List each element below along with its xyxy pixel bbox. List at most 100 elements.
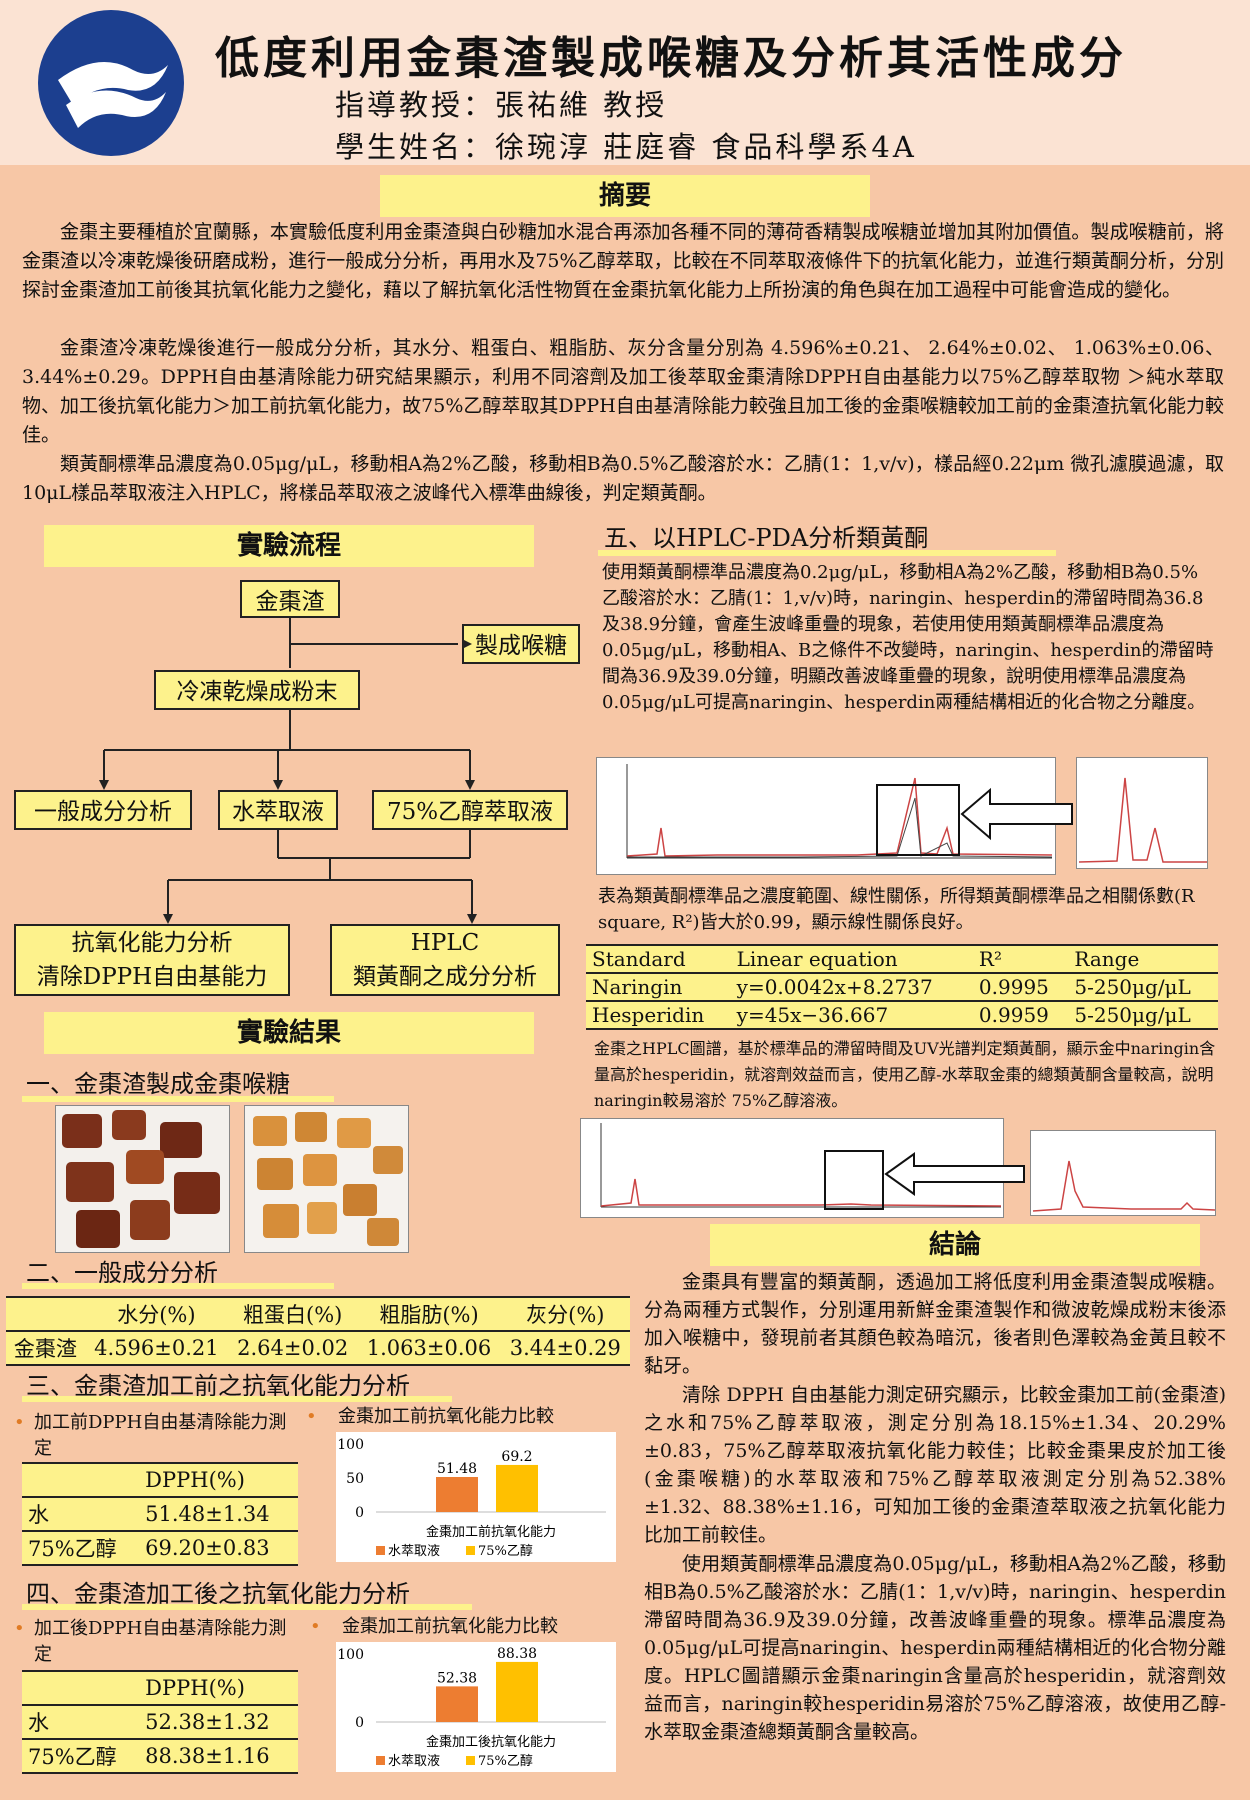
linearity-cell: Naringin — [586, 972, 731, 1002]
linearity-table: Standard Linear equation R² Range Naring… — [586, 944, 1218, 1030]
composition-header: 灰分(%) — [500, 1296, 630, 1332]
before-row-value: 51.48±1.34 — [139, 1496, 298, 1532]
section-2-underline — [22, 1283, 334, 1289]
hplc-paragraph-1: 使用類黃酮標準品濃度為0.2μg/μL，移動相A為2%乙酸，移動相B為0.5%乙… — [602, 562, 1214, 713]
before-row-label: 75%乙醇 — [22, 1530, 140, 1566]
after-label: • 加工後DPPH自由基清除能力測定 — [14, 1618, 287, 1665]
sample-zoom-box — [824, 1150, 884, 1210]
composition-header: 粗蛋白(%) — [228, 1296, 358, 1332]
flow-node-antioxidant-line1: 抗氧化能力分析 — [71, 930, 233, 956]
linearity-header: R² — [972, 944, 1069, 974]
legend-swatch — [376, 1756, 385, 1765]
flow-node-antioxidant: 抗氧化能力分析 清除DPPH自由基能力 — [14, 924, 290, 996]
hplc-zoom-inset — [1076, 757, 1208, 869]
composition-header: 粗脂肪(%) — [357, 1296, 501, 1332]
conclusion-heading: 結論 — [710, 1224, 1200, 1266]
conclusion-p3: 使用類黃酮標準品濃度為0.05μg/μL，移動相A為2%乙酸，移動相B為0.5%… — [644, 1553, 1226, 1743]
y-tick-label: 100 — [337, 1647, 364, 1663]
after-row-value: 88.38±1.16 — [139, 1738, 298, 1774]
university-logo — [38, 10, 184, 156]
data-label: 51.48 — [437, 1461, 477, 1477]
abstract-p3: 類黃酮標準品濃度為0.05μg/μL，移動相A為2%乙酸，移動相B為0.5%乙酸… — [22, 453, 1224, 504]
y-tick-label: 50 — [346, 1471, 364, 1487]
flow-node-freeze-dry: 冷凍乾燥成粉末 — [154, 670, 360, 710]
bar — [496, 1464, 538, 1512]
flow-node-make-candy: 製成喉糖 — [462, 624, 580, 664]
before-row-label: 水 — [22, 1496, 140, 1532]
poster-title: 低度利用金棗渣製成喉糖及分析其活性成分 — [215, 33, 1127, 84]
flow-node-water-extract: 水萃取液 — [218, 790, 338, 830]
bar — [436, 1686, 478, 1722]
after-row-label: 水 — [22, 1704, 140, 1740]
flow-node-hplc-line1: HPLC — [410, 930, 480, 956]
section-4-underline — [22, 1604, 472, 1610]
after-col-header: DPPH(%) — [139, 1670, 298, 1706]
after-row-value: 52.38±1.32 — [139, 1704, 298, 1740]
linearity-cell: 5-250μg/μL — [1068, 972, 1218, 1002]
x-axis-label: 金棗加工後抗氧化能力 — [426, 1734, 556, 1750]
flow-node-hplc: HPLC 類黃酮之成分分析 — [330, 924, 560, 996]
composition-cell: 1.063±0.06 — [357, 1330, 501, 1366]
legend-label: 水萃取液 — [388, 1544, 440, 1559]
flow-node-kumquat-residue: 金棗渣 — [240, 580, 340, 618]
legend-swatch — [466, 1546, 475, 1555]
hplc-zoom-box — [876, 784, 960, 856]
composition-cell: 金棗渣 — [6, 1330, 85, 1366]
conclusion-p1: 金棗具有豐富的類黃酮，透過加工將低度利用金棗渣製成喉糖。分為兩種方式製作，分別運… — [644, 1271, 1226, 1377]
bar — [436, 1476, 478, 1512]
legend-label: 水萃取液 — [388, 1754, 440, 1769]
section-1-title: 一、金棗渣製成金棗喉糖 — [26, 1070, 290, 1098]
flow-heading: 實驗流程 — [44, 525, 534, 567]
linearity-cell: y=0.0042x+8.2737 — [730, 972, 973, 1002]
section-5-title: 五、以HPLC-PDA分析類黃酮 — [604, 524, 929, 552]
section-1-underline — [22, 1096, 334, 1102]
flow-node-composition: 一般成分分析 — [14, 790, 192, 830]
before-row-value: 69.20±0.83 — [139, 1530, 298, 1566]
before-label: • 加工前DPPH自由基清除能力測定 — [14, 1412, 287, 1459]
data-label: 69.2 — [501, 1449, 532, 1465]
linearity-cell: Hesperidin — [586, 1000, 731, 1030]
abstract-p1: 金棗主要種植於宜蘭縣，本實驗低度利用金棗渣與白砂糖加水混合再添加各種不同的薄荷香… — [22, 221, 1224, 301]
composition-header: 水分(%) — [84, 1296, 229, 1332]
x-axis-label: 金棗加工前抗氧化能力 — [426, 1524, 556, 1540]
flow-node-hplc-line2: 類黃酮之成分分析 — [353, 964, 537, 990]
flow-node-antioxidant-line2: 清除DPPH自由基能力 — [36, 964, 268, 990]
before-chart-title-text: 金棗加工前抗氧化能力比較 — [338, 1406, 554, 1427]
data-label: 52.38 — [437, 1670, 477, 1686]
linearity-cell: y=45x−36.667 — [730, 1000, 973, 1030]
candy-photo-dark — [55, 1105, 230, 1253]
hplc-paragraph-3: 金棗之HPLC圖譜，基於標準品的滯留時間及UV光譜判定類黃酮，顯示金中narin… — [594, 1039, 1216, 1110]
data-label: 88.38 — [497, 1646, 537, 1662]
candy-photo-golden — [244, 1105, 409, 1253]
linearity-header: Linear equation — [730, 944, 973, 974]
sample-zoom-inset — [1030, 1130, 1216, 1216]
composition-cell: 3.44±0.29 — [500, 1330, 630, 1366]
flow-connectors — [99, 618, 477, 924]
zoom-arrow-icon — [884, 1152, 1025, 1196]
y-tick-label: 0 — [355, 1715, 364, 1731]
abstract-heading: 摘要 — [380, 175, 870, 217]
section-5-underline — [598, 550, 1056, 556]
before-col-header: DPPH(%) — [139, 1462, 298, 1498]
y-tick-label: 0 — [355, 1505, 364, 1521]
after-label-text: 加工後DPPH自由基清除能力測定 — [34, 1618, 287, 1665]
legend-label: 75%乙醇 — [478, 1543, 533, 1559]
results-heading: 實驗結果 — [44, 1012, 534, 1054]
conclusion-p2: 清除 DPPH 自由基能力測定研究顯示，比較金棗加工前(金棗渣)之水和75%乙醇… — [644, 1384, 1226, 1546]
before-chart-title: • 金棗加工前抗氧化能力比較 — [306, 1406, 554, 1427]
before-label-text: 加工前DPPH自由基清除能力測定 — [34, 1412, 287, 1459]
abstract-p2: 金棗渣冷凍乾燥後進行一般成分分析，其水分、粗蛋白、粗脂肪、灰分含量分別為 4.5… — [22, 337, 1224, 446]
flow-node-ethanol-extract: 75%乙醇萃取液 — [372, 790, 568, 830]
linearity-header: Range — [1068, 944, 1218, 974]
bar — [496, 1661, 538, 1722]
composition-cell: 4.596±0.21 — [84, 1330, 229, 1366]
legend-swatch — [466, 1756, 475, 1765]
legend-swatch — [376, 1546, 385, 1555]
legend-label: 75%乙醇 — [478, 1753, 533, 1769]
linearity-cell: 0.9959 — [972, 1000, 1069, 1030]
after-row-label: 75%乙醇 — [22, 1738, 140, 1774]
